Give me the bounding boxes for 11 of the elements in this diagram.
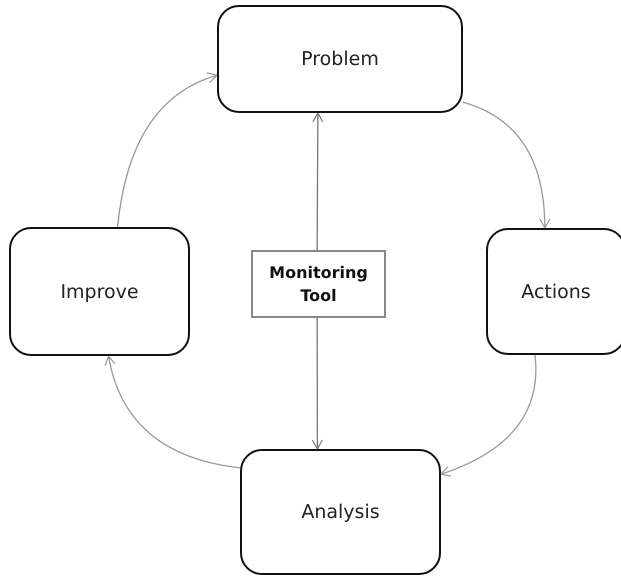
process-box: Analysis bbox=[240, 449, 441, 575]
tool-box: Monitoring Tool bbox=[251, 250, 386, 318]
curved-arrow bbox=[104, 355, 240, 469]
arrow bbox=[312, 318, 323, 450]
process-box: Problem bbox=[217, 5, 463, 113]
process-box: Improve bbox=[9, 227, 190, 356]
arrow bbox=[312, 112, 324, 250]
curved-arrow bbox=[440, 354, 537, 476]
curved-arrow bbox=[462, 102, 550, 229]
curved-arrow bbox=[116, 72, 218, 228]
process-box: Actions bbox=[486, 228, 621, 355]
